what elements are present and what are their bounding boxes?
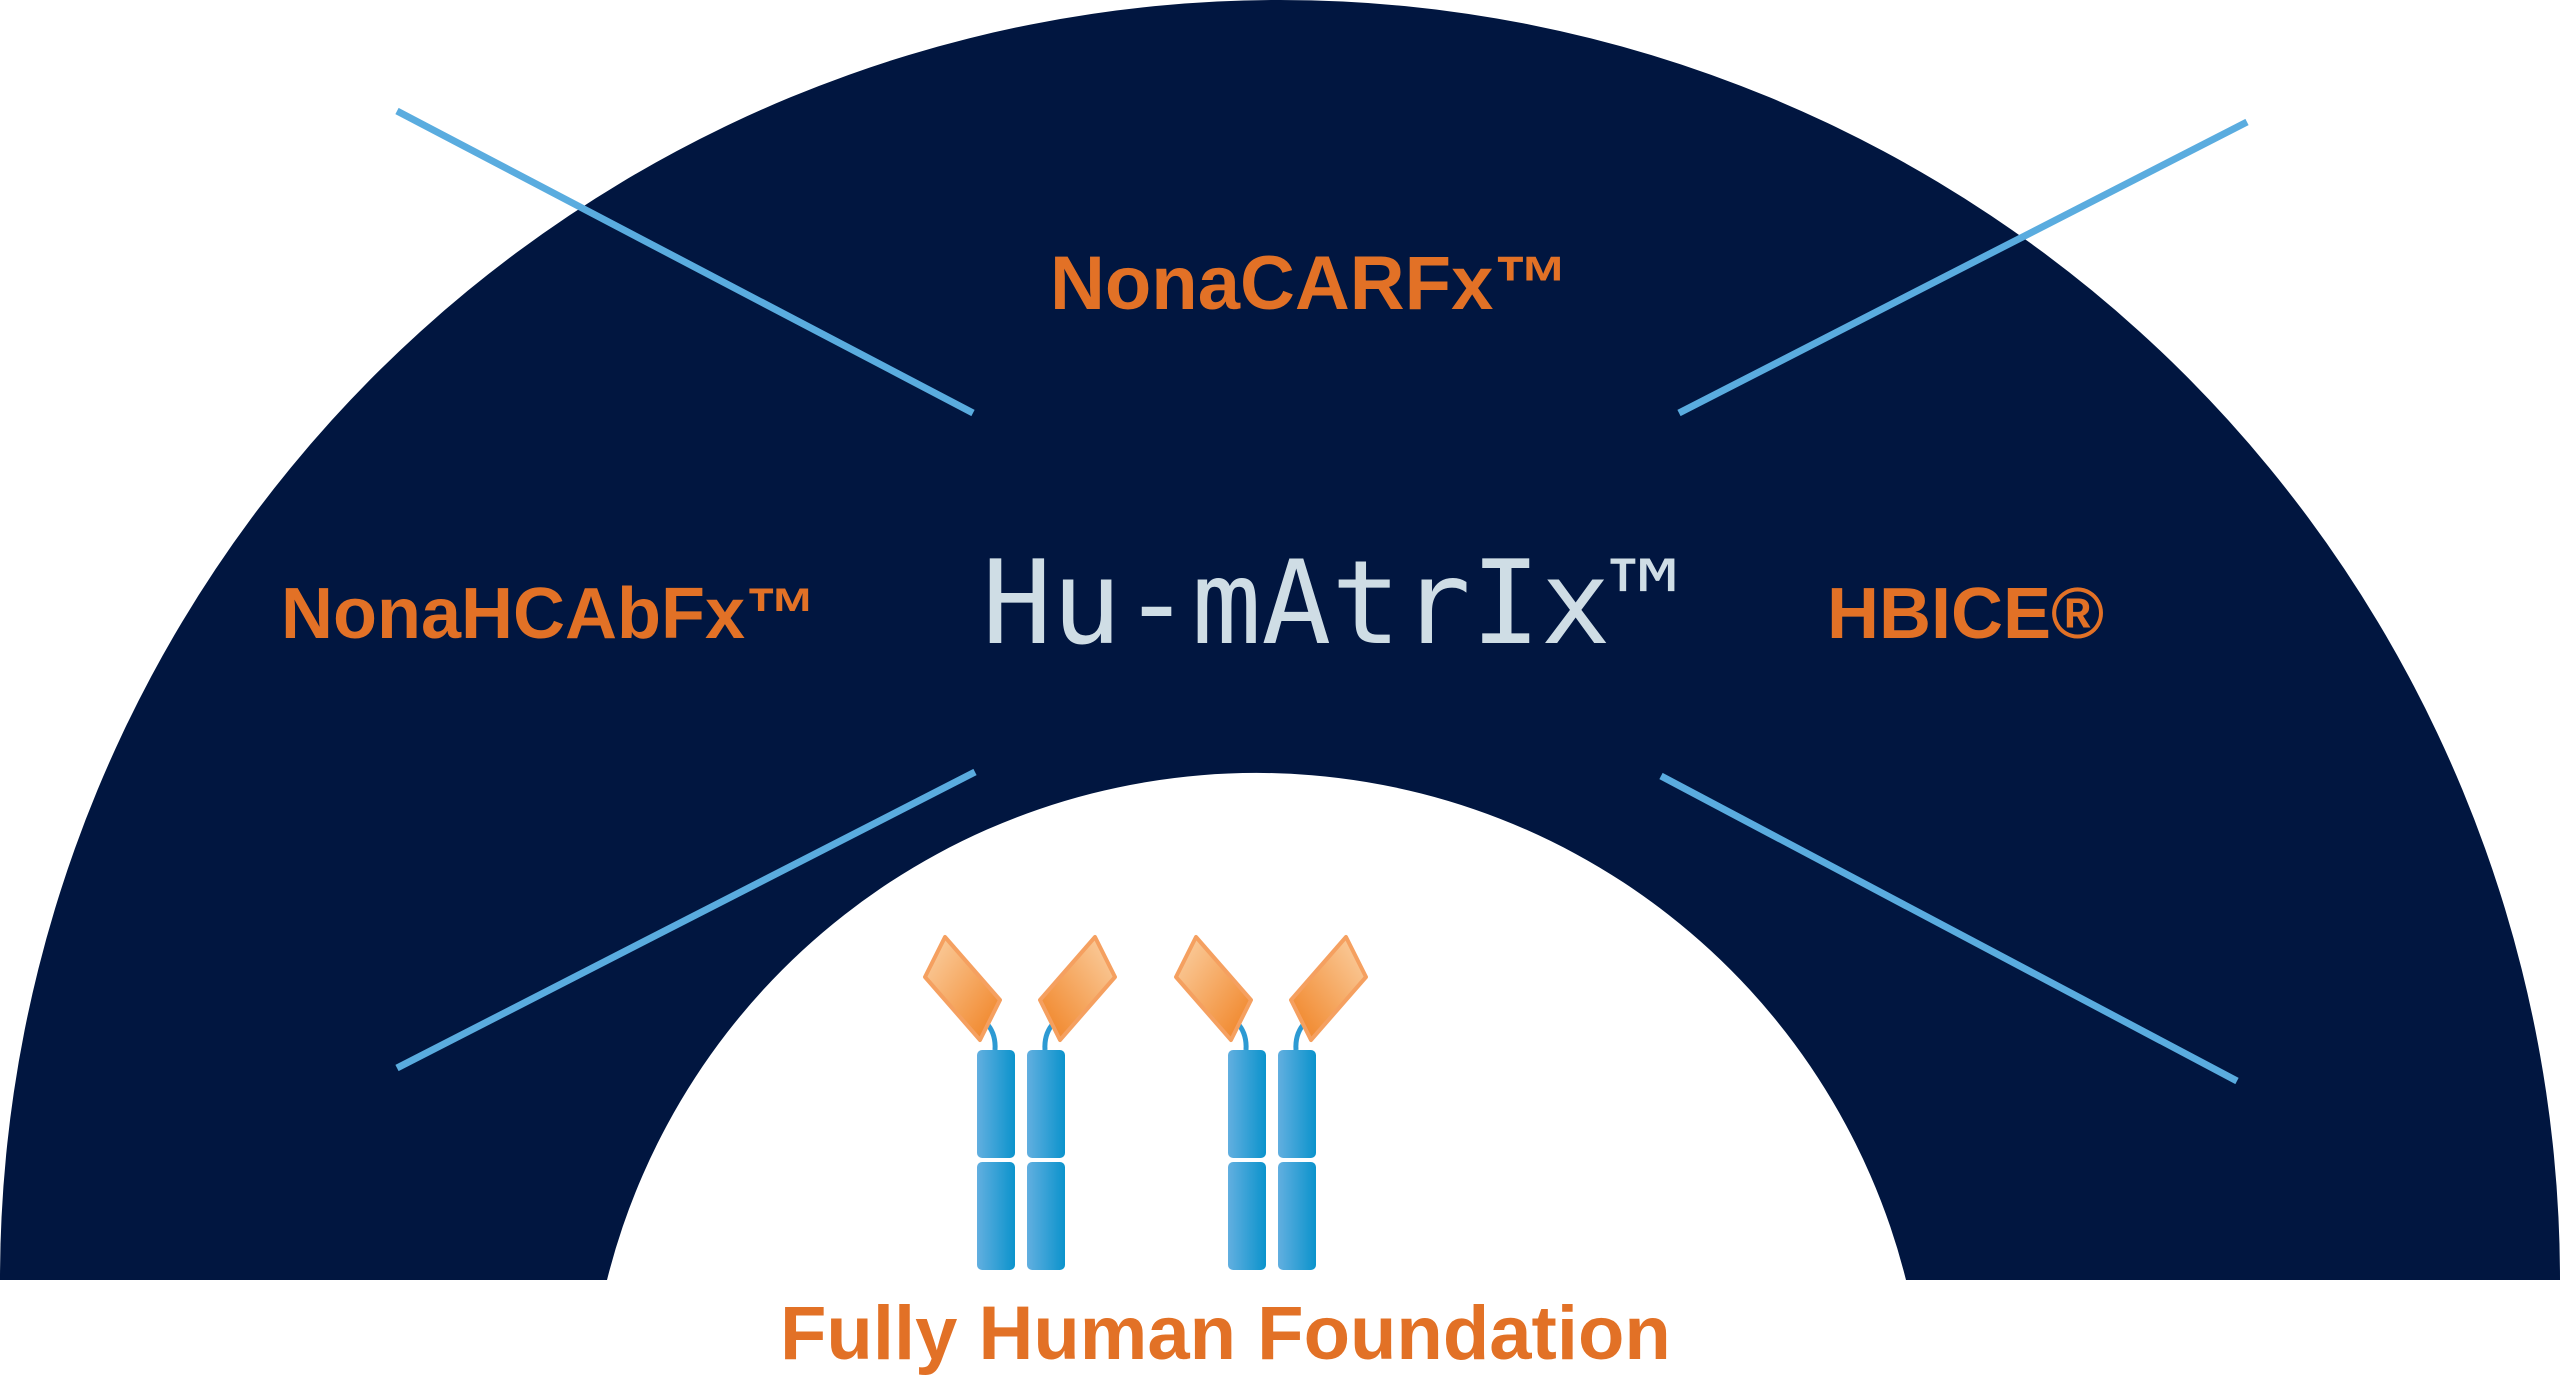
platform-hbice: HBICE® xyxy=(1827,574,2105,654)
connector-line xyxy=(1677,118,2249,417)
platform-nonahcabfx: NonaHCAbFx™ xyxy=(281,574,817,654)
connector-line xyxy=(395,107,975,417)
center-title: Hu-mAtrIx™ xyxy=(982,536,1681,671)
outer-arch xyxy=(0,0,2560,1280)
antibody-icon xyxy=(1176,937,1366,1270)
antibody-icon xyxy=(925,937,1115,1270)
foundation-label: Fully Human Foundation xyxy=(780,1291,1671,1376)
connector-line xyxy=(1659,772,2239,1085)
connector-line xyxy=(395,768,977,1072)
platform-nonacarfx: NonaCARFx™ xyxy=(1050,241,1570,326)
